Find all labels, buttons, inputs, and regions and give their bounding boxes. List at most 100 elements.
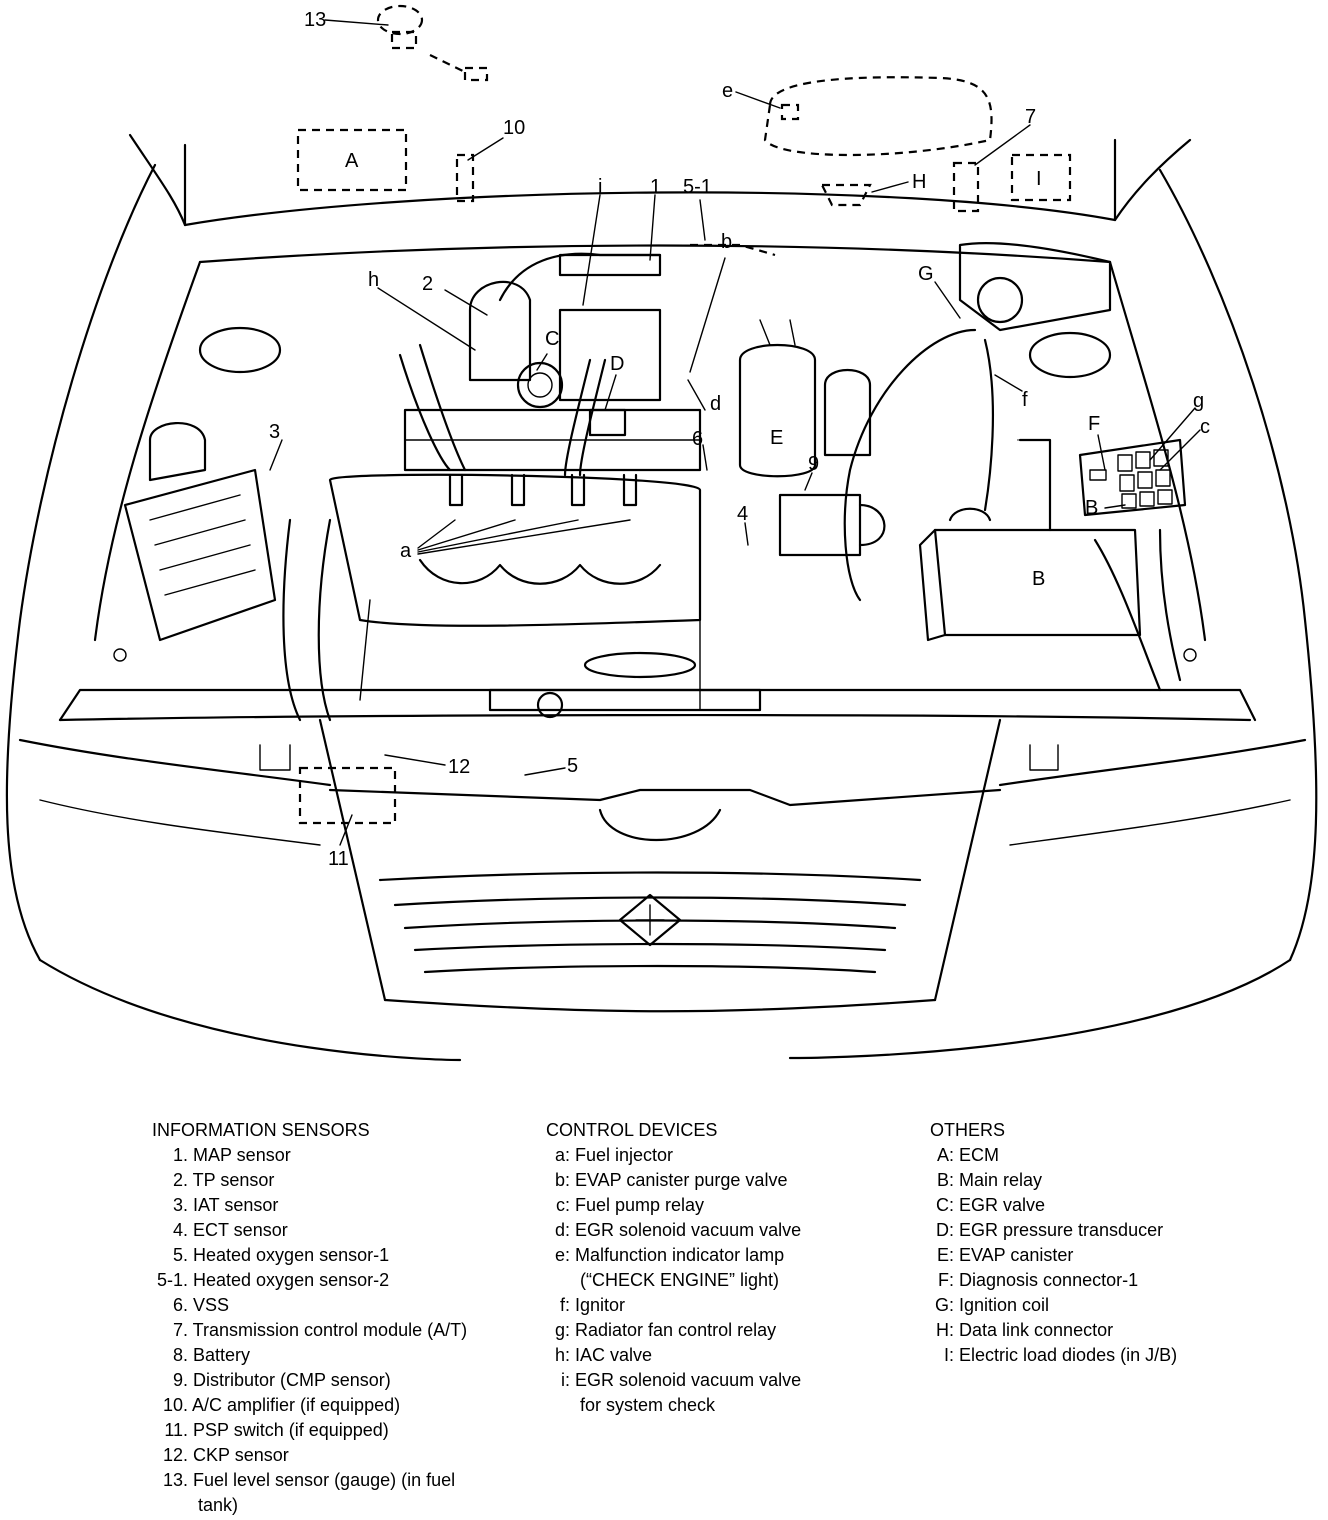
label-c-upper: C	[545, 328, 559, 350]
legend-item: C: EGR valve	[930, 1193, 1290, 1218]
legend-item: 6. VSS	[152, 1293, 512, 1318]
legend-item: 9. Distributor (CMP sensor)	[152, 1368, 512, 1393]
label-4: 4	[737, 503, 748, 525]
legend-item-key: b:	[554, 1170, 570, 1190]
legend-item: H: Data link connector	[930, 1318, 1290, 1343]
legend-item: d: EGR solenoid vacuum valve	[546, 1218, 906, 1243]
label-h-upper: H	[912, 171, 926, 193]
legend-item-text: Radiator fan control relay	[570, 1320, 777, 1340]
legend-item-text: TP sensor	[188, 1170, 275, 1190]
legend-item-text: Fuel level sensor (gauge) (in fuel	[188, 1470, 456, 1490]
legend-item-key: 5.	[172, 1245, 188, 1265]
label-battery-b: B	[1032, 568, 1045, 590]
legend-item: F: Diagnosis connector-1	[930, 1268, 1290, 1293]
legend-item-text: EGR valve	[954, 1195, 1046, 1215]
legend-heading: CONTROL DEVICES	[546, 1120, 718, 1140]
legend-item-text: Battery	[188, 1345, 251, 1365]
legend-item-text: PSP switch (if equipped)	[188, 1420, 389, 1440]
engine-assembly	[113, 242, 1197, 722]
legend-item-key: 3.	[172, 1195, 188, 1215]
legend-item-key: d:	[554, 1220, 570, 1240]
legend-item-text: Distributor (CMP sensor)	[188, 1370, 391, 1390]
legend-item-text: VSS	[188, 1295, 230, 1315]
label-c: c	[1200, 416, 1210, 438]
legend-item-text: Fuel pump relay	[570, 1195, 705, 1215]
legend-item-text: MAP sensor	[188, 1145, 291, 1165]
legend-item-key: e:	[554, 1245, 570, 1265]
legend-item-key: h:	[554, 1345, 570, 1365]
legend-item-text: EGR solenoid vacuum valve	[570, 1220, 802, 1240]
legend-item: 5-1. Heated oxygen sensor-2	[152, 1268, 512, 1293]
label-i: i	[598, 176, 602, 198]
legend-item-key: H:	[936, 1320, 954, 1340]
legend-item-key: B:	[936, 1170, 954, 1190]
ac-amplifier-box	[455, 153, 475, 203]
legend-item-key: 8.	[172, 1345, 188, 1365]
legend-item-key: 2.	[172, 1170, 188, 1190]
label-d: d	[710, 393, 721, 415]
legend-item-text: ECT sensor	[188, 1220, 288, 1240]
legend-item-key: 6.	[172, 1295, 188, 1315]
legend-item-key: i:	[561, 1370, 570, 1390]
label-11: 11	[328, 848, 349, 870]
legend-item: 1. MAP sensor	[152, 1143, 512, 1168]
legend-item-text: Malfunction indicator lamp	[570, 1245, 785, 1265]
legend-item-text: ECM	[954, 1145, 999, 1165]
engine-compartment-diagram: 13 A 10 e 7 I H i 1 5-1 b G h 2 C D f d …	[5, 4, 1318, 1062]
legend-item: B: Main relay	[930, 1168, 1290, 1193]
psp-switch-box	[298, 766, 397, 825]
label-1: 1	[650, 176, 661, 198]
label-3: 3	[269, 421, 280, 443]
legend-item: 11. PSP switch (if equipped)	[152, 1418, 512, 1443]
legend-item: A: ECM	[930, 1143, 1290, 1168]
label-i-upper: I	[1036, 168, 1042, 190]
legend-item-text: Ignition coil	[954, 1295, 1050, 1315]
label-e: e	[722, 80, 733, 102]
instrument-cluster-outline	[763, 76, 993, 157]
legend-heading: INFORMATION SENSORS	[152, 1120, 370, 1140]
legend-item: G: Ignition coil	[930, 1293, 1290, 1318]
label-f-upper: F	[1088, 413, 1100, 435]
legend-item: h: IAC valve	[546, 1343, 906, 1368]
legend-item-key: D:	[936, 1220, 954, 1240]
legend-item-text: Fuel injector	[570, 1145, 674, 1165]
legend-item-continuation: for system check	[580, 1395, 716, 1415]
legend-item: D: EGR pressure transducer	[930, 1218, 1290, 1243]
label-g: g	[1193, 390, 1204, 412]
label-5: 5	[567, 755, 578, 777]
legend-item: 3. IAT sensor	[152, 1193, 512, 1218]
label-10: 10	[503, 117, 525, 139]
legend-item-key: 11.	[164, 1420, 188, 1440]
label-b-upper-relay: B	[1085, 497, 1098, 519]
legend-item-text: IAC valve	[570, 1345, 653, 1365]
legend-item-key: A:	[936, 1145, 954, 1165]
legend-item-key: f:	[559, 1295, 570, 1315]
legend-item: 7. Transmission control module (A/T)	[152, 1318, 512, 1343]
legend-item-text: EGR solenoid vacuum valve	[570, 1370, 802, 1390]
legend-item-key: 1.	[172, 1145, 188, 1165]
label-g-upper: G	[918, 263, 934, 285]
legend-item: c: Fuel pump relay	[546, 1193, 906, 1218]
legend-item-text: Heated oxygen sensor-2	[188, 1270, 390, 1290]
legend-item: I: Electric load diodes (in J/B)	[930, 1343, 1290, 1368]
tcm-box	[952, 161, 980, 213]
label-13: 13	[304, 9, 326, 31]
label-7: 7	[1025, 106, 1036, 128]
legend-item: f: Ignitor	[546, 1293, 906, 1318]
label-9: 9	[808, 453, 819, 475]
legend-item-text: Diagnosis connector-1	[954, 1270, 1139, 1290]
legend-item-key: G:	[934, 1295, 954, 1315]
legend-item: 5. Heated oxygen sensor-1	[152, 1243, 512, 1268]
legend-item: g: Radiator fan control relay	[546, 1318, 906, 1343]
legend-item-key: E:	[936, 1245, 954, 1265]
hidden-components	[296, 4, 1072, 825]
legend-item-continuation: tank)	[198, 1495, 239, 1515]
legend-item: 12. CKP sensor	[152, 1443, 512, 1468]
legend-item: 2. TP sensor	[152, 1168, 512, 1193]
legend-item: E: EVAP canister	[930, 1243, 1290, 1268]
part-labels: 13 A 10 e 7 I H i 1 5-1 b G h 2 C D f d …	[269, 9, 1210, 870]
